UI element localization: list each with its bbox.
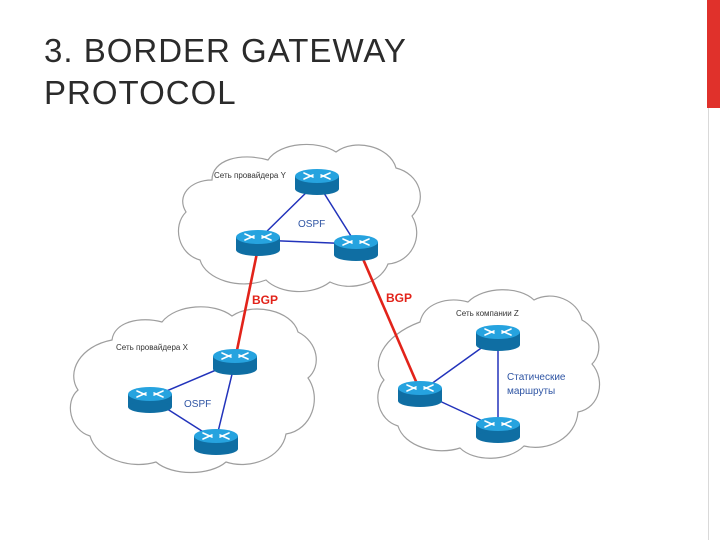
router-icon <box>475 324 521 352</box>
router-icon <box>235 229 281 257</box>
router-icon <box>397 380 443 408</box>
cloud-label-provider-y: Сеть провайдера Y <box>214 171 287 180</box>
cloud-provider-y <box>177 143 421 293</box>
bgp-link-y-x <box>234 247 260 356</box>
router-icon <box>333 234 379 262</box>
static-routes-label-line2: маршруты <box>507 386 555 397</box>
cloud-company-z <box>377 289 601 459</box>
bgp-label-left: BGP <box>252 293 278 307</box>
cloud-label-company-z: Сеть компании Z <box>456 309 519 318</box>
router-icon <box>193 428 239 456</box>
bgp-label-right: BGP <box>386 291 412 305</box>
slide-title: 3. BORDER GATEWAY PROTOCOL <box>44 30 407 114</box>
router-icon <box>212 348 258 376</box>
link-x-top-bottom <box>215 361 236 441</box>
ospf-label-y: OSPF <box>298 219 325 230</box>
slide-title-line2: PROTOCOL <box>44 74 237 111</box>
cloud-label-provider-x: Сеть провайдера X <box>116 343 189 352</box>
bgp-link-y-z <box>358 251 420 387</box>
static-routes-label-line1: Статические <box>507 372 566 383</box>
router-icon <box>294 168 340 196</box>
router-icon <box>475 416 521 444</box>
divider <box>708 108 709 540</box>
accent-bar <box>707 0 720 108</box>
ospf-label-x: OSPF <box>184 399 211 410</box>
cloud-provider-x <box>69 306 317 473</box>
router-icon <box>127 386 173 414</box>
slide-title-line1: 3. BORDER GATEWAY <box>44 32 407 69</box>
